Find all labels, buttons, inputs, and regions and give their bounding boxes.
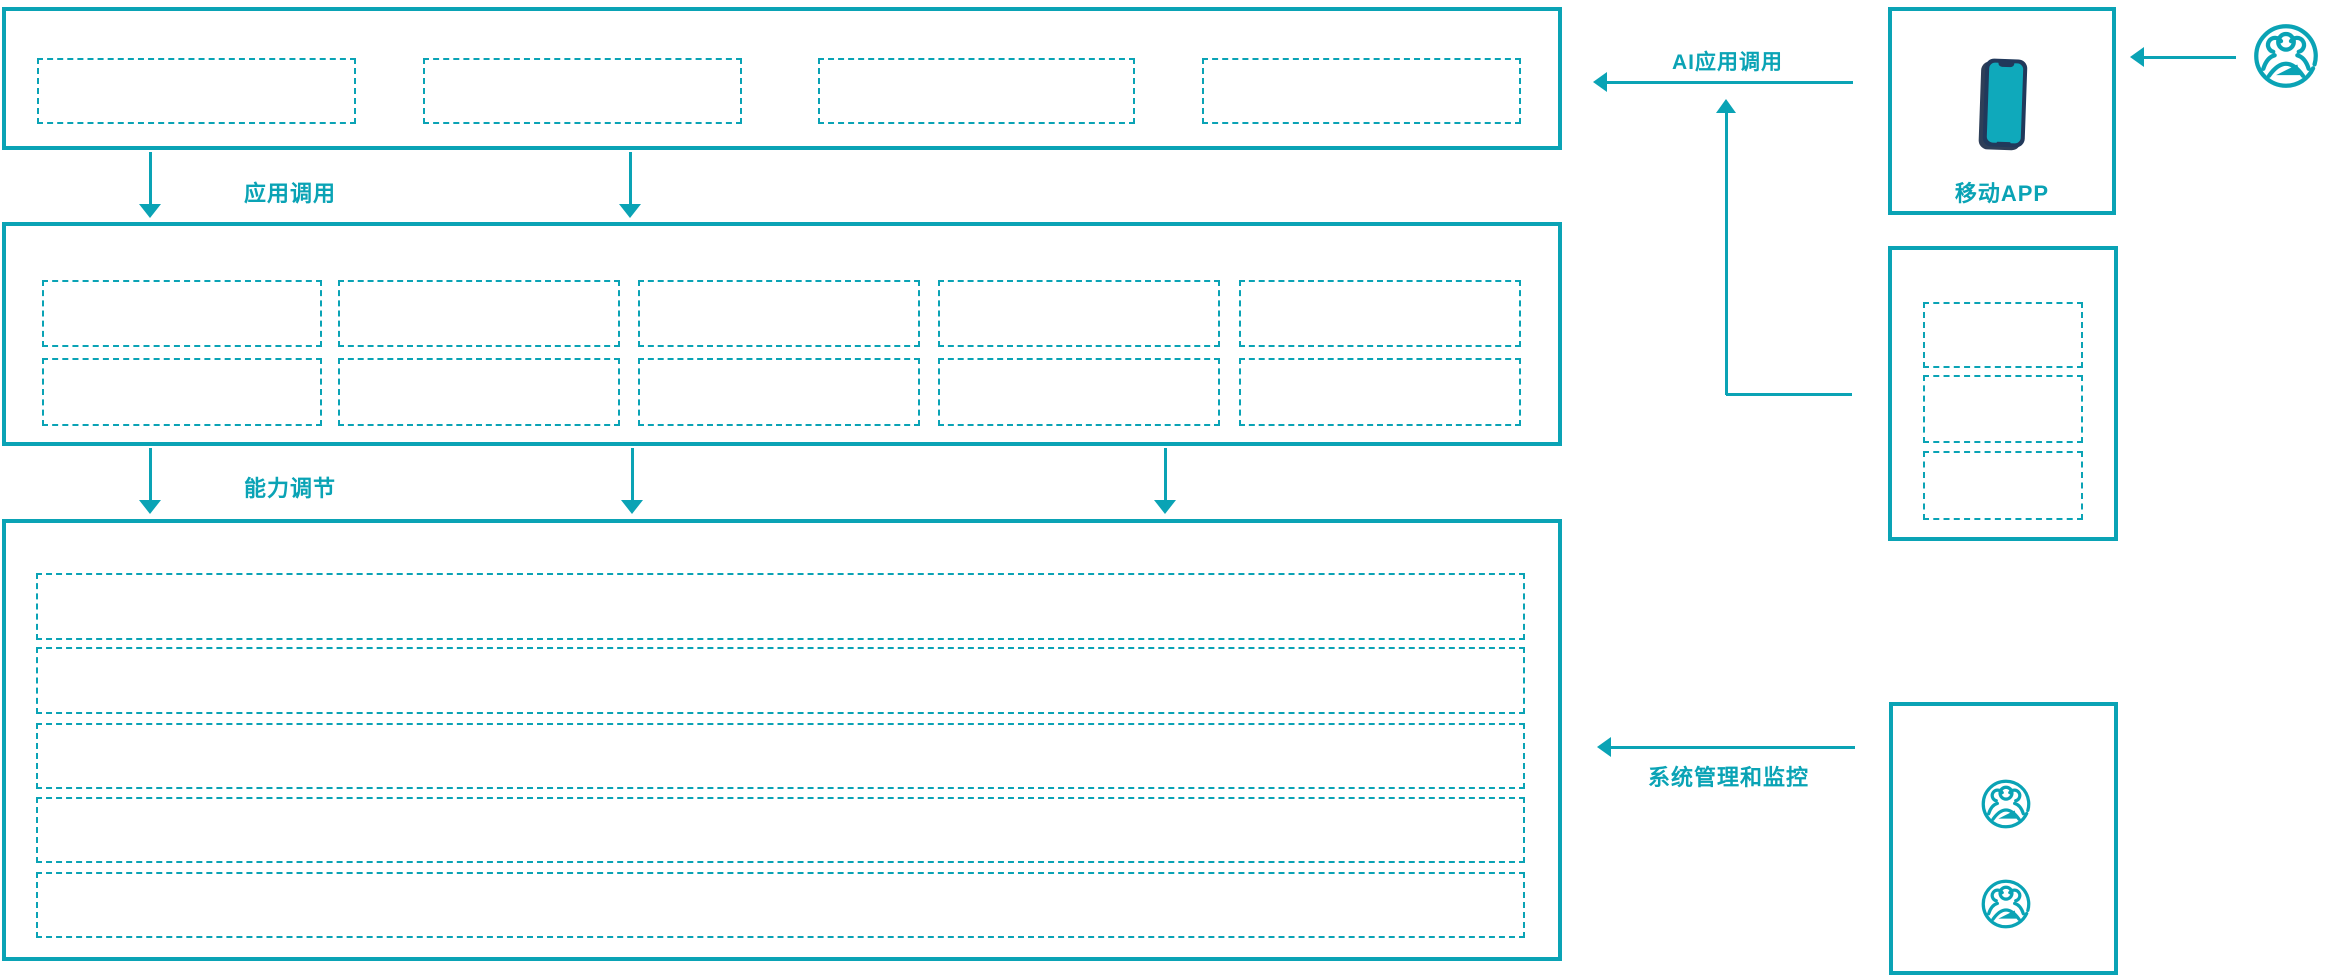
mobile-app-label: 移动APP [1954,181,2050,206]
operations-box [1889,702,2118,975]
placeholder-box [338,358,620,426]
mobile-phone-icon [1982,58,2028,148]
placeholder-box [818,58,1135,124]
connector-line [1726,393,1852,396]
placeholder-box [938,358,1220,426]
users-icon [1980,878,2032,930]
right-middle-box [1888,246,2118,541]
placeholder-box [1923,375,2083,443]
placeholder-box [1923,302,2083,368]
system-management-arrow [1597,737,1855,757]
ai-app-call-label: AI应用调用 [1672,51,1783,74]
placeholder-box [638,358,920,426]
down-arrow [139,152,161,218]
placeholder-row [36,797,1525,863]
ai-app-call-arrow [1593,72,1853,92]
placeholder-row [36,872,1525,938]
user-to-app-arrow [2130,47,2236,67]
placeholder-box [1202,58,1521,124]
connector-line [1725,113,1728,395]
placeholder-box [37,58,356,124]
placeholder-box [42,358,322,426]
down-arrow [1154,448,1176,514]
down-arrow [619,152,641,218]
middle-band [2,222,1562,446]
placeholder-box [1923,451,2083,520]
placeholder-box [338,280,620,347]
app-call-label: 应用调用 [244,181,337,206]
system-management-label: 系统管理和监控 [1648,765,1810,790]
placeholder-box [1239,358,1521,426]
placeholder-row [36,573,1525,640]
users-icon [2252,22,2320,90]
placeholder-row [36,647,1525,714]
placeholder-box [638,280,920,347]
down-arrow [139,448,161,514]
mobile-app-box: 移动APP [1888,7,2116,215]
placeholder-box [1239,280,1521,347]
capability-adjust-label: 能力调节 [244,476,337,501]
up-arrow-head [1716,99,1736,113]
placeholder-box [42,280,322,347]
placeholder-box [938,280,1220,347]
bottom-band [2,519,1562,961]
users-icon [1980,778,2032,830]
top-band [2,7,1562,150]
down-arrow [621,448,643,514]
placeholder-row [36,723,1525,789]
placeholder-box [423,58,742,124]
